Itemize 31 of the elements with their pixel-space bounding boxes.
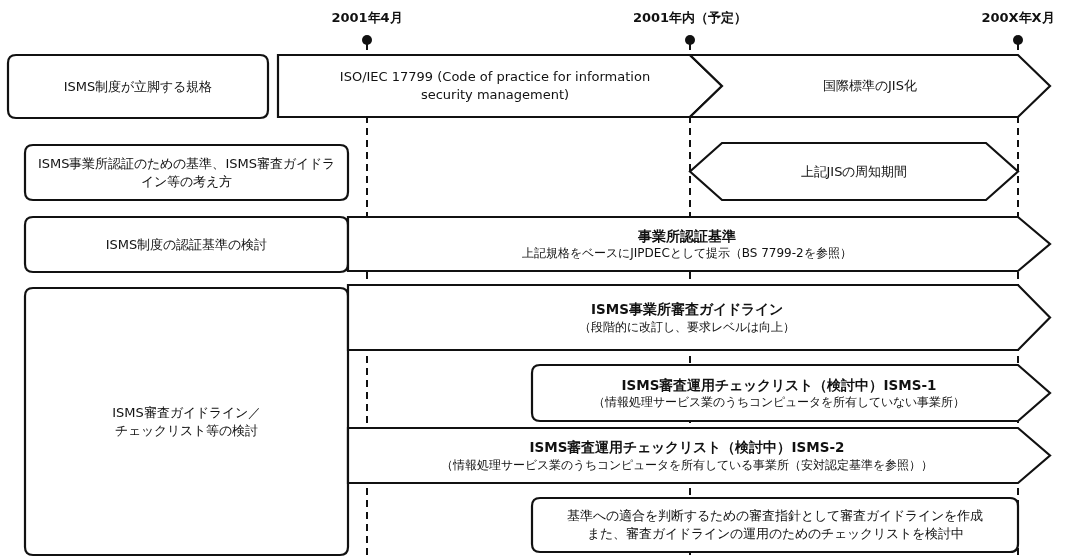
box-heading: ISMS事業所審査ガイドライン <box>591 300 783 319</box>
phase-band <box>348 217 1050 271</box>
box-label: ISMS事業所認証のための基準、ISMS審査ガイドライン等の考え方 <box>37 154 336 191</box>
box-label: 基準への適合を判断するための審査指針として審査ガイドラインを作成また、審査ガイドラインの運用のためのチェックリストを検討中 <box>566 507 984 543</box>
phase-band <box>532 365 1050 421</box>
box-label: 国際標準のJIS化 <box>823 77 917 95</box>
label-box <box>25 217 348 272</box>
box-label: ISMS審査ガイドライン／チェックリスト等の検討 <box>111 403 262 440</box>
milestone-date: 2001年4月 <box>331 9 403 27</box>
milestone-date: 200X年X月 <box>981 9 1055 27</box>
box-note: 上記規格をベースにJIPDECとして提示（BS 7799-2を参照） <box>522 245 852 262</box>
period-hexagon <box>690 143 1018 200</box>
label-box <box>25 288 348 555</box>
box-note: （情報処理サービス業のうちコンピュータを所有していない事業所） <box>593 394 965 411</box>
box-label: ISMS制度が立脚する規格 <box>63 77 213 96</box>
box-label: 上記JISの周知期間 <box>800 162 908 181</box>
box-label: ISMS制度の認証基準の検討 <box>105 235 268 254</box>
phase-band <box>690 55 1050 117</box>
phase-band <box>278 55 722 117</box>
box-note: （情報処理サービス業のうちコンピュータを所有している事業所（安対認定基準を参照）） <box>441 456 933 473</box>
label-box <box>8 55 268 118</box>
box-heading: ISMS審査運用チェックリスト（検討中）ISMS-1 <box>621 375 937 394</box>
milestone-date: 2001年内（予定） <box>632 9 748 27</box>
box-heading: 事業所認証基準 <box>638 226 736 245</box>
phase-band <box>348 428 1050 483</box>
box-heading: ISMS審査運用チェックリスト（検討中）ISMS-2 <box>529 438 845 457</box>
box-note: （段階的に改訂し、要求レベルは向上） <box>579 318 795 335</box>
phase-band <box>348 285 1050 350</box>
label-box <box>532 498 1018 552</box>
label-box <box>25 145 348 200</box>
box-label: ISO/IEC 17799 (Code of practice for information security management) <box>338 68 652 104</box>
